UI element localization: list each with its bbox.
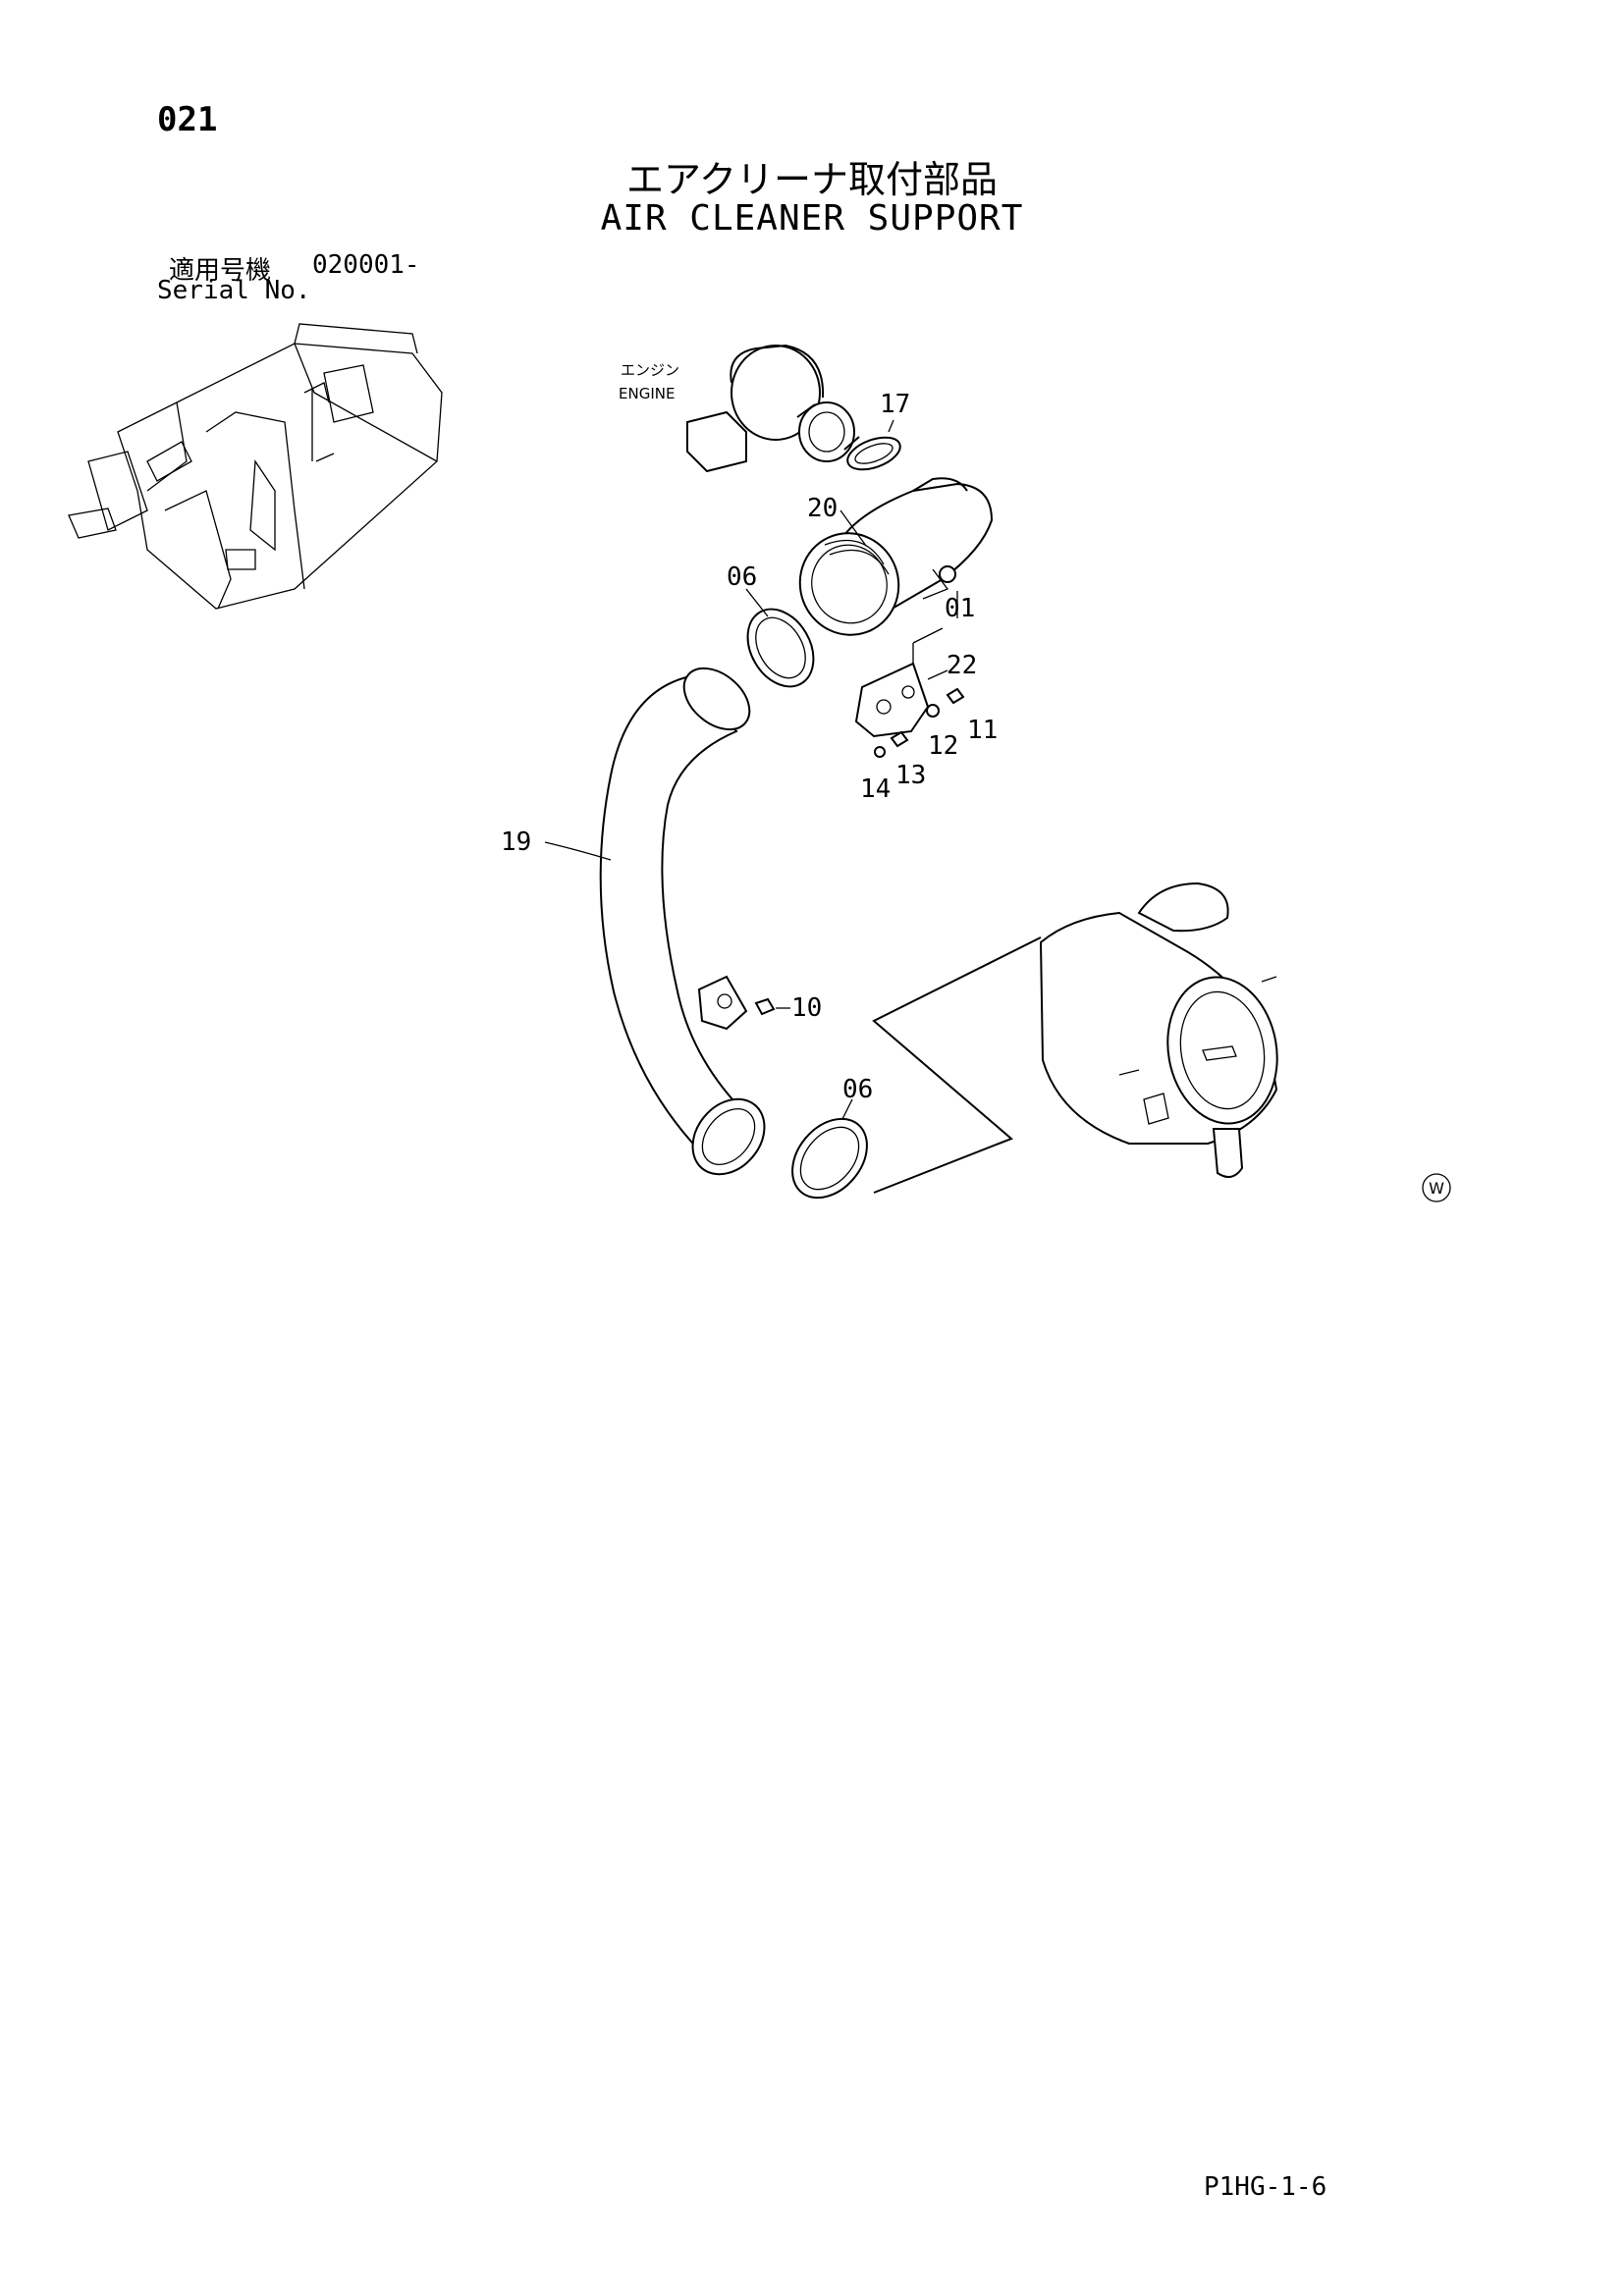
serial-number: 020001- [312, 250, 420, 280]
engine-intake-outlet [686, 344, 860, 473]
intake-hose-19 [599, 667, 766, 1176]
washer-14 [874, 746, 886, 758]
hose-bracket-10 [697, 975, 776, 1031]
svg-text:W: W [1429, 1179, 1444, 1198]
callout-10: 10 [791, 993, 822, 1023]
hose-clamp-06-lower [791, 1117, 868, 1200]
page-title-english: AIR CLEANER SUPPORT [600, 198, 1024, 239]
reference-code: P1HG-1-6 [1204, 2172, 1327, 2202]
engine-label-english: ENGINE [619, 385, 675, 402]
excavator-overview-illustration [68, 323, 443, 610]
callout-06-lower: 06 [842, 1075, 873, 1104]
engine-label-japanese: エンジン [621, 361, 679, 379]
leader-19 [544, 841, 612, 861]
leader-22 [927, 669, 948, 680]
callout-06-upper: 06 [727, 562, 757, 592]
hose-clamp-06-upper [746, 608, 815, 688]
callout-13: 13 [895, 761, 926, 790]
callout-01: 01 [945, 594, 975, 623]
page-title-japanese: エアクリーナ取付部品 [625, 158, 999, 201]
leader-06-lower [841, 1098, 853, 1120]
callout-19: 19 [501, 828, 531, 857]
air-cleaner-assembly [872, 881, 1278, 1194]
elbow-hose-20 [798, 477, 994, 636]
washer-12 [926, 704, 940, 718]
serial-label-english: Serial No. [157, 276, 311, 305]
callout-14: 14 [860, 774, 891, 804]
bolt-11 [946, 687, 965, 705]
page-number: 021 [157, 100, 218, 139]
callout-17: 17 [880, 390, 910, 419]
callout-11: 11 [967, 716, 998, 745]
callout-12: 12 [928, 731, 958, 761]
bracket-22 [854, 627, 944, 738]
circled-w-mark: W [1422, 1173, 1451, 1202]
hose-clamp-17 [846, 436, 901, 471]
leader-17 [888, 419, 894, 433]
serial-label-japanese: 適用号機 [169, 256, 272, 286]
leader-06-upper [745, 588, 769, 617]
bolt-13 [890, 730, 909, 748]
leader-20 [839, 509, 867, 547]
callout-22: 22 [947, 651, 977, 680]
callout-20: 20 [807, 494, 838, 523]
